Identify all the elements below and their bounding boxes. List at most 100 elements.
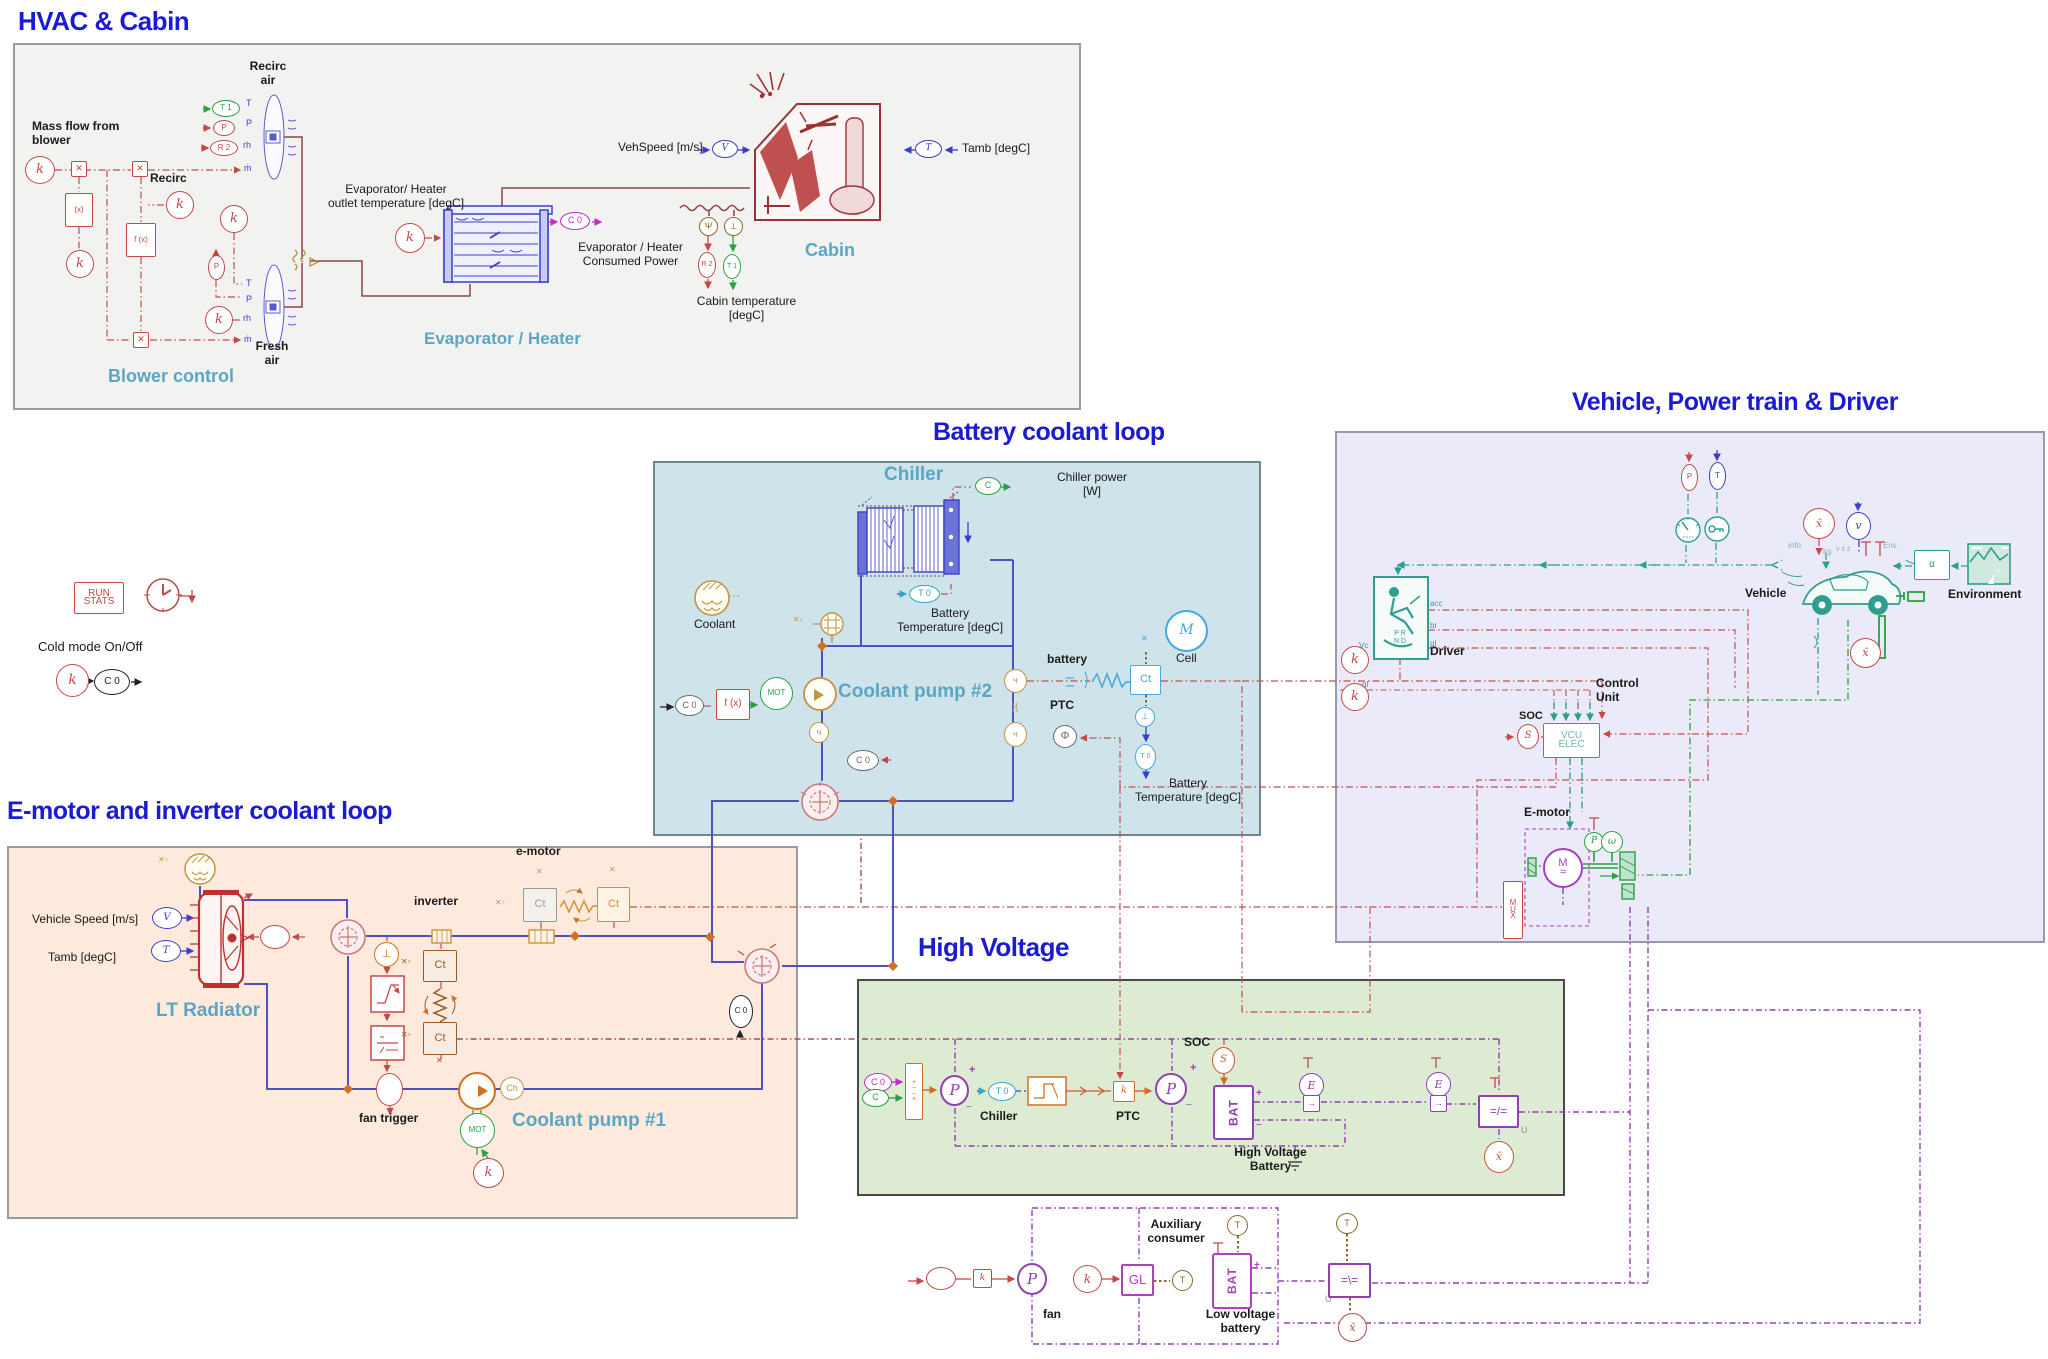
thermostat-emotor-icon[interactable] [737, 943, 780, 984]
inverter-heatsink-icon[interactable] [431, 929, 452, 944]
driver-icon[interactable] [1373, 576, 1429, 660]
mux-block[interactable]: M U X [1503, 881, 1523, 939]
sensor-R2-recirc[interactable]: R 2 [210, 140, 238, 156]
saturation-block[interactable]: (x) [65, 193, 93, 227]
power-sensor-fan[interactable]: P [1017, 1263, 1047, 1295]
thermal-resistor-cell-icon[interactable] [1066, 671, 1130, 690]
k-source-driver-vc[interactable]: k [1341, 646, 1369, 674]
multiply-block-2[interactable]: ✕ [132, 161, 148, 177]
tag-S-soc[interactable]: S [1517, 724, 1539, 749]
sensor-velocity-vehicle[interactable]: v [1846, 512, 1871, 540]
k-source-recirc[interactable]: k [166, 191, 194, 219]
k-source-evap[interactable]: k [395, 223, 425, 253]
port-gap-ptc[interactable]: )( [1011, 702, 1019, 714]
chiller-icon[interactable] [857, 491, 960, 577]
clock-icon[interactable] [144, 578, 182, 612]
sensor-temp-cabin[interactable]: ⊥ [724, 217, 743, 236]
ct-block-cell[interactable]: Ct [1130, 665, 1161, 695]
dcdc-converter-hv[interactable]: =/= [1478, 1095, 1519, 1128]
motor-pump2[interactable]: MOT [760, 677, 793, 710]
signal-oval-fan[interactable] [926, 1267, 956, 1290]
sensor-humidity-cabin[interactable]: Ψ [699, 217, 718, 236]
first-order-lag-block[interactable] [370, 1025, 405, 1061]
sensor-P-recirc[interactable]: P [213, 120, 235, 136]
tag-T1-cabin[interactable]: T 1 [723, 254, 741, 279]
fan-drive-oval[interactable] [260, 925, 290, 949]
tag-T0-batt-temp[interactable]: T 0 [909, 585, 940, 603]
speed-gauge-icon[interactable] [1675, 517, 1701, 543]
heat-sensor-inverter[interactable]: ⊥ [374, 942, 399, 967]
dcdc-converter-lv[interactable]: =\= [1328, 1263, 1371, 1298]
key-display-oval[interactable]: T [1709, 462, 1726, 490]
run-stats-block[interactable]: RUN STATS [74, 582, 124, 614]
cabin-icon[interactable] [754, 103, 881, 221]
sensor-speed-motor[interactable]: ω [1601, 831, 1623, 853]
coolant-pump2-icon[interactable] [803, 677, 837, 711]
duty-source-lv[interactable]: x̄ [1338, 1313, 1367, 1342]
fx-block-pump2[interactable]: f (x) [716, 689, 750, 720]
tag-C0-coldmode[interactable]: C 0 [94, 669, 130, 695]
cell-icon[interactable]: M [1165, 610, 1208, 652]
port-cp-pump2[interactable]: ч [809, 722, 829, 743]
temp-sensor-dcdc[interactable]: T [1336, 1213, 1358, 1234]
tag-T0-cell[interactable]: T 0 [1135, 744, 1156, 770]
thermal-resistor-emotor-icon[interactable] [559, 887, 597, 924]
fan-trigger-oval[interactable] [376, 1073, 403, 1106]
sensor-tamb-rad[interactable]: T [151, 940, 181, 962]
energy-box-1[interactable]: → [1303, 1095, 1320, 1112]
sensor-vehspeed-cabin[interactable]: V [712, 140, 738, 158]
tag-C0-evap-power[interactable]: C 0 [560, 212, 590, 230]
thermostat-radiator-icon[interactable] [330, 919, 366, 955]
fresh-fan-icon[interactable] [263, 264, 297, 350]
sensor-distance-vehicle[interactable]: x̄ [1850, 638, 1881, 668]
ct-block-emotor[interactable]: Ct [597, 887, 630, 922]
rate-limiter-block[interactable] [370, 975, 405, 1013]
thermostat-battery-icon[interactable] [800, 782, 840, 821]
k-source-pump1[interactable]: k [473, 1158, 504, 1188]
k-source-driver-gl[interactable]: k [1341, 683, 1369, 711]
sensor-temp-cell[interactable]: ⊥ [1135, 707, 1155, 727]
sensor-P-drop[interactable]: P [208, 255, 225, 280]
energy-box-2[interactable]: → [1430, 1095, 1447, 1112]
tag-C-chiller-power[interactable]: C [975, 477, 1001, 495]
fx-block-blower[interactable]: f (x) [126, 223, 156, 257]
ct-block-inverter-1[interactable]: Ct [423, 950, 457, 982]
gearbox-icon[interactable] [1527, 851, 1636, 900]
expansion-tank-icon[interactable] [184, 853, 216, 885]
sensor-vehspeed-rad[interactable]: V [152, 907, 182, 929]
vehicle-car-icon[interactable] [1781, 559, 1925, 659]
tag-C-hv[interactable]: C [862, 1089, 889, 1107]
temp-sensor-aux[interactable]: T [1172, 1270, 1193, 1291]
energy-sensor-2[interactable]: E [1426, 1072, 1451, 1097]
hv-battery[interactable]: BAT [1213, 1085, 1254, 1140]
power-sensor-chiller[interactable]: P [940, 1075, 969, 1106]
slope-block[interactable]: α [1914, 550, 1950, 580]
air-mixer-icon[interactable] [292, 249, 320, 271]
environment-icon[interactable] [1967, 543, 2011, 585]
thermal-resistor-inverter-icon[interactable] [422, 988, 458, 1023]
lt-radiator-icon[interactable] [190, 890, 254, 988]
soc-sensor-hv[interactable]: S [1212, 1047, 1235, 1074]
emotor-heatsink-icon[interactable] [528, 929, 555, 944]
tag-C0-fan-emotor[interactable]: C 0 [729, 995, 753, 1028]
aux-consumer-block[interactable]: GL [1121, 1264, 1154, 1296]
k-source-blower-gain[interactable]: k [66, 250, 94, 278]
coolant-pump1-icon[interactable] [458, 1072, 496, 1110]
fill-valve-icon[interactable] [813, 612, 844, 643]
ct-block-emotor-amb[interactable]: Ct [523, 888, 557, 922]
k-gain-fan[interactable]: k [973, 1269, 992, 1288]
lv-battery[interactable]: BAT [1212, 1253, 1252, 1309]
power-sensor-ptc[interactable]: P [1155, 1073, 1187, 1105]
sum-block-hv[interactable]: + − − + [905, 1063, 923, 1120]
k-gain-block-hv[interactable]: k [1113, 1081, 1135, 1102]
port-ch-pump1[interactable]: Ch [500, 1077, 524, 1100]
k-source-aux[interactable]: k [1073, 1265, 1102, 1293]
hysteresis-block-hv[interactable] [1027, 1076, 1067, 1106]
temp-sensor-lvbat[interactable]: T [1227, 1215, 1248, 1236]
source-heatflow-ptc[interactable]: Φ [1053, 725, 1077, 748]
coolant-tank-icon[interactable] [694, 580, 741, 616]
k-source-coldmode[interactable]: k [56, 664, 89, 697]
port-cp-ptc[interactable]: ч [1004, 722, 1027, 747]
evaporator-heater-icon[interactable] [443, 205, 553, 283]
k-source-blower[interactable]: k [25, 156, 55, 184]
